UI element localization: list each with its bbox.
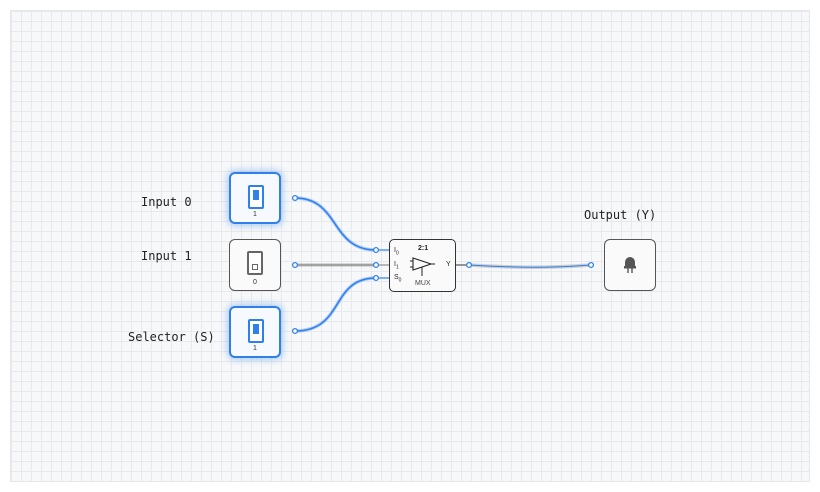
label-selector: Selector (S) <box>128 330 215 344</box>
mux-pin-i0: I0 <box>394 247 399 257</box>
mux-symbol-icon <box>410 257 435 276</box>
led-bulb-icon <box>624 257 636 273</box>
port-mux-i1 <box>372 261 380 269</box>
port-output-in <box>587 261 595 269</box>
mux-pin-y: Y <box>446 261 451 268</box>
mux-ratio: 2:1 <box>418 245 429 252</box>
selector-switch[interactable]: 1 <box>229 306 281 358</box>
mux-pin-s0: S0 <box>394 274 402 284</box>
label-output: Output (Y) <box>584 208 657 222</box>
mux-name: MUX <box>415 280 431 287</box>
toggle-switch-icon <box>247 251 263 275</box>
selector-value: 1 <box>253 345 257 352</box>
input-0-switch[interactable]: 1 <box>229 172 281 224</box>
input-0-value: 1 <box>253 211 257 218</box>
port-selector-out <box>291 327 299 335</box>
mux-block[interactable]: 2:1 I0 I1 S0 Y MUX <box>389 239 456 292</box>
input-1-switch[interactable]: 0 <box>229 239 281 291</box>
label-input-1: Input 1 <box>141 249 192 263</box>
toggle-switch-icon <box>248 319 264 343</box>
input-1-value: 0 <box>253 279 257 286</box>
port-mux-y <box>465 261 473 269</box>
toggle-switch-icon <box>248 185 264 209</box>
port-input1-out <box>291 261 299 269</box>
port-input0-out <box>291 194 299 202</box>
wire-selector-to-mux[interactable] <box>294 276 377 333</box>
output-led[interactable] <box>604 239 656 291</box>
label-input-0: Input 0 <box>141 195 192 209</box>
connector-dots[interactable] <box>291 194 595 335</box>
port-mux-i0 <box>372 246 380 254</box>
mux-pin-i1: I1 <box>394 261 399 271</box>
port-mux-s0 <box>372 274 380 282</box>
